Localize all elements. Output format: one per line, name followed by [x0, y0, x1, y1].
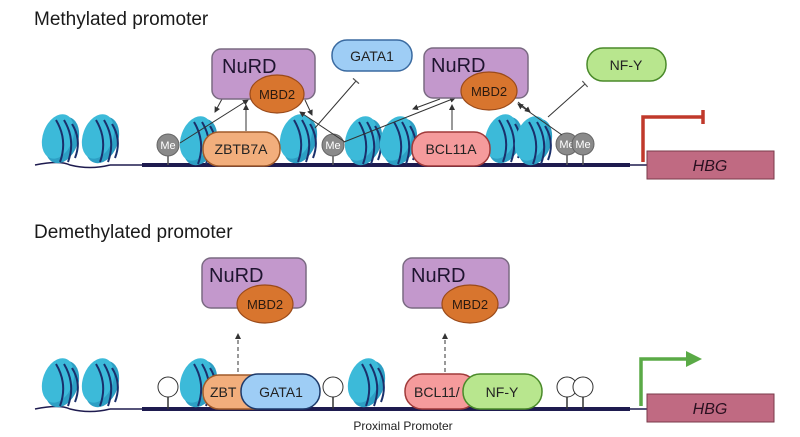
- bcl11a-factor: BCL11A: [411, 131, 491, 167]
- svg-text:NF-Y: NF-Y: [486, 384, 519, 400]
- nucleosome-icon: [75, 352, 127, 414]
- mbd2-subunit: MBD2: [471, 84, 507, 99]
- mbd2-subunit: MBD2: [452, 297, 488, 312]
- svg-text:Me: Me: [160, 140, 175, 152]
- svg-text:Me: Me: [575, 139, 590, 151]
- svg-text:HBG: HBG: [693, 158, 728, 175]
- active-tss-arrow-icon: [639, 351, 702, 406]
- methylated-title: Methylated promoter: [34, 9, 209, 30]
- zbtb7a-factor: ZBTB7A: [202, 131, 281, 167]
- methyl-mark: Me: [156, 133, 180, 165]
- interaction-arrows: [179, 77, 589, 144]
- svg-text:ZBT: ZBT: [210, 384, 237, 400]
- gata1-factor: GATA1: [331, 39, 413, 72]
- mbd2-subunit: MBD2: [259, 87, 295, 102]
- svg-text:NuRD: NuRD: [222, 56, 276, 78]
- svg-text:GATA1: GATA1: [259, 384, 303, 400]
- hbg-gene: HBG: [646, 393, 775, 423]
- proximal-promoter-label: Proximal Promoter: [353, 419, 452, 433]
- unmethylated-cpg: [572, 376, 594, 409]
- svg-text:NF-Y: NF-Y: [610, 57, 643, 73]
- methylated-panel: Methylated promoter Me Me: [34, 9, 775, 180]
- nurd-complex: NuRD MBD2: [201, 257, 307, 324]
- nucleosome-icon: [35, 108, 87, 170]
- svg-text:HBG: HBG: [693, 401, 728, 418]
- nurd-complex: NuRD MBD2: [211, 48, 316, 114]
- nurd-complex: NuRD MBD2: [402, 257, 510, 324]
- demethylated-panel: Demethylated promoter: [34, 222, 775, 433]
- nucleosome-icon: [341, 352, 393, 414]
- mbd2-subunit: MBD2: [247, 297, 283, 312]
- nfy-factor: NF-Y: [462, 373, 543, 410]
- dashed-arrows: [235, 333, 448, 372]
- gata1-factor: GATA1: [240, 373, 321, 410]
- svg-text:Me: Me: [559, 139, 574, 151]
- nucleosome-icon: [273, 108, 325, 170]
- nucleosome-icon: [35, 352, 87, 414]
- demethylated-title: Demethylated promoter: [34, 222, 233, 243]
- bcl11a-factor: BCL11/: [404, 373, 478, 410]
- nfy-factor: NF-Y: [586, 47, 667, 82]
- repressed-tss-icon: [641, 110, 705, 162]
- svg-text:NuRD: NuRD: [411, 265, 465, 287]
- nurd-complex: NuRD MBD2: [423, 47, 529, 111]
- svg-text:GATA1: GATA1: [350, 48, 394, 64]
- dna-strand: [34, 161, 648, 169]
- methyl-mark: Me: [571, 132, 595, 165]
- svg-text:NuRD: NuRD: [431, 55, 485, 77]
- hbg-gene: HBG: [646, 150, 775, 180]
- svg-text:BCL11A: BCL11A: [425, 141, 477, 157]
- unmethylated-cpg: [322, 376, 344, 409]
- svg-text:ZBTB7A: ZBTB7A: [215, 141, 269, 157]
- nucleosome-icon: [75, 108, 127, 170]
- methyl-mark: Me: [321, 133, 345, 165]
- unmethylated-cpg: [157, 376, 179, 409]
- dna-strand: [34, 405, 648, 413]
- svg-text:NuRD: NuRD: [209, 265, 263, 287]
- svg-text:BCL11/: BCL11/: [414, 384, 460, 400]
- svg-text:Me: Me: [325, 140, 340, 152]
- methyl-mark: Me: [555, 132, 579, 165]
